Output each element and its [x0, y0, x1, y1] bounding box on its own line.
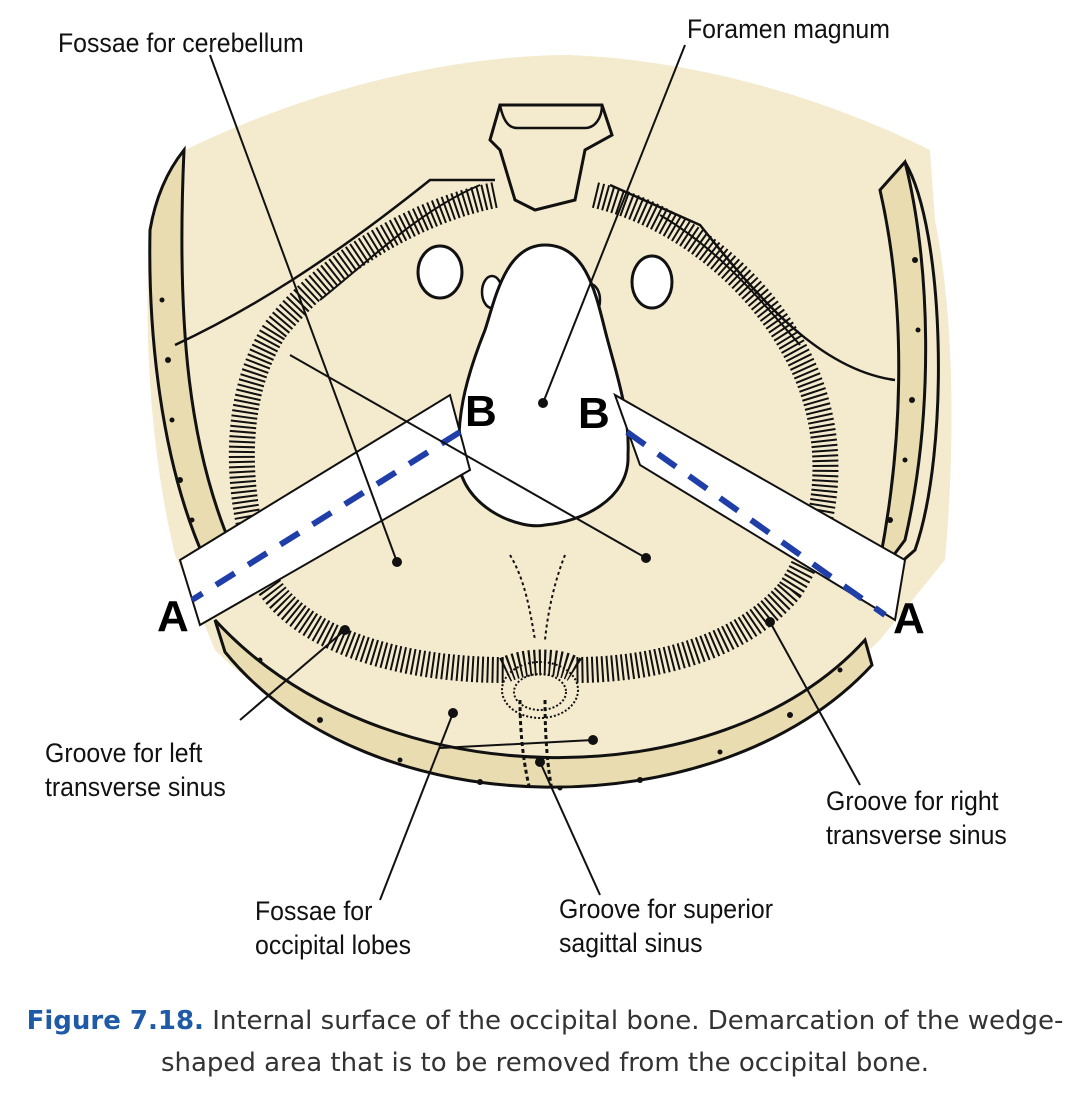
basilar-process	[488, 103, 614, 212]
leader-dots	[340, 398, 775, 767]
foramen-magnum-shape	[457, 243, 630, 528]
label-foramen-magnum: Foramen magnum	[687, 14, 890, 44]
right-cut-band	[613, 392, 907, 622]
left-cut-line	[190, 429, 462, 603]
internal-occipital-crest	[509, 554, 566, 641]
sagittal-sinus-groove	[518, 699, 554, 791]
cortex-speckles	[159, 257, 921, 791]
right-condylar-canal	[630, 254, 674, 310]
occipital-bone-diagram	[147, 44, 952, 901]
left-transverse-groove	[228, 182, 506, 683]
leader-lines	[209, 44, 861, 901]
left-cut-band	[178, 393, 472, 627]
marker-a-left: A	[157, 592, 189, 641]
caption-text: Internal surface of the occipital bone. …	[160, 1006, 1064, 1078]
marker-b-right: B	[578, 389, 610, 438]
bottom-outer-rim	[213, 618, 874, 789]
figure-number: Figure 7.18.	[26, 1006, 204, 1036]
right-transverse-groove	[574, 182, 839, 683]
right-cut-line	[625, 429, 887, 618]
figure-caption: Figure 7.18. Internal surface of the occ…	[20, 1000, 1070, 1084]
marker-b-left: B	[465, 387, 497, 436]
label-fossae-cerebellum: Fossae for cerebellum	[58, 28, 304, 58]
marker-a-right: A	[893, 594, 925, 643]
left-condylar-canal	[416, 244, 464, 300]
left-outer-rim	[148, 145, 234, 562]
